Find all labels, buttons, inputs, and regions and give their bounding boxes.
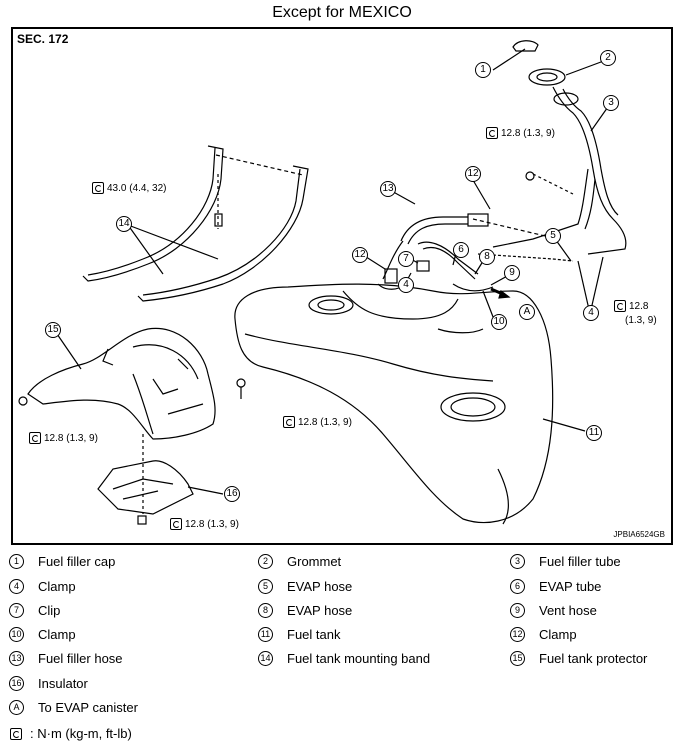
callout-12a: 12 — [465, 166, 481, 182]
callout-5: 5 — [545, 228, 561, 244]
callout-11: 11 — [586, 425, 602, 441]
wrench-icon — [614, 300, 626, 312]
legend-torque-unit: : N·m (kg-m, ft-lb) — [9, 726, 132, 741]
callout-13: 13 — [380, 181, 396, 197]
torque-protector: 12.8 (1.3, 9) — [29, 432, 98, 444]
torque-mounting-band: 43.0 (4.4, 32) — [92, 182, 166, 194]
callout-8: 8 — [479, 249, 495, 265]
mounting-band-1 — [82, 145, 224, 282]
torque-clamp-sub: (1.3, 9) — [625, 315, 657, 326]
figure-code: JPBIA6524GB — [613, 530, 665, 539]
wrench-icon — [29, 432, 41, 444]
tank-protector-shape — [27, 327, 216, 440]
callout-14: 14 — [116, 216, 132, 232]
wrench-icon — [486, 127, 498, 139]
page-title: Except for MEXICO — [272, 4, 412, 21]
wrench-icon — [170, 518, 182, 530]
callout-4a: 4 — [398, 277, 414, 293]
callout-12b: 12 — [352, 247, 368, 263]
torque-filler-tube: 12.8 (1.3, 9) — [486, 127, 555, 139]
callout-3: 3 — [603, 95, 619, 111]
callout-2: 2 — [600, 50, 616, 66]
filler-hose-shape — [400, 216, 468, 242]
filler-cap-shape — [512, 40, 539, 52]
callout-15: 15 — [45, 322, 61, 338]
callout-10: 10 — [491, 314, 507, 330]
wrench-icon — [92, 182, 104, 194]
torque-insulator: 12.8 (1.3, 9) — [170, 518, 239, 530]
section-label: SEC. 172 — [17, 32, 69, 46]
wrench-icon — [283, 416, 295, 428]
wrench-icon — [10, 727, 22, 740]
filler-tube-shape — [552, 86, 627, 255]
torque-tank: 12.8 (1.3, 9) — [283, 416, 352, 428]
diagram-frame: SEC. 172 JPBIA6524GB 12.8 (1.3, 9) 43.0 … — [11, 27, 673, 545]
torque-clamp: 12.8 — [614, 300, 648, 312]
mounting-band-2 — [137, 165, 309, 302]
callout-7: 7 — [398, 251, 414, 267]
callout-9: 9 — [504, 265, 520, 281]
callout-4b: 4 — [583, 305, 599, 321]
insulator-shape — [97, 460, 194, 515]
callout-16: 16 — [224, 486, 240, 502]
fuel-system-drawing — [18, 40, 627, 525]
callout-6: 6 — [453, 242, 469, 258]
callout-A: A — [519, 304, 535, 320]
callout-1: 1 — [475, 62, 491, 78]
fuel-tank-shape — [234, 283, 554, 524]
